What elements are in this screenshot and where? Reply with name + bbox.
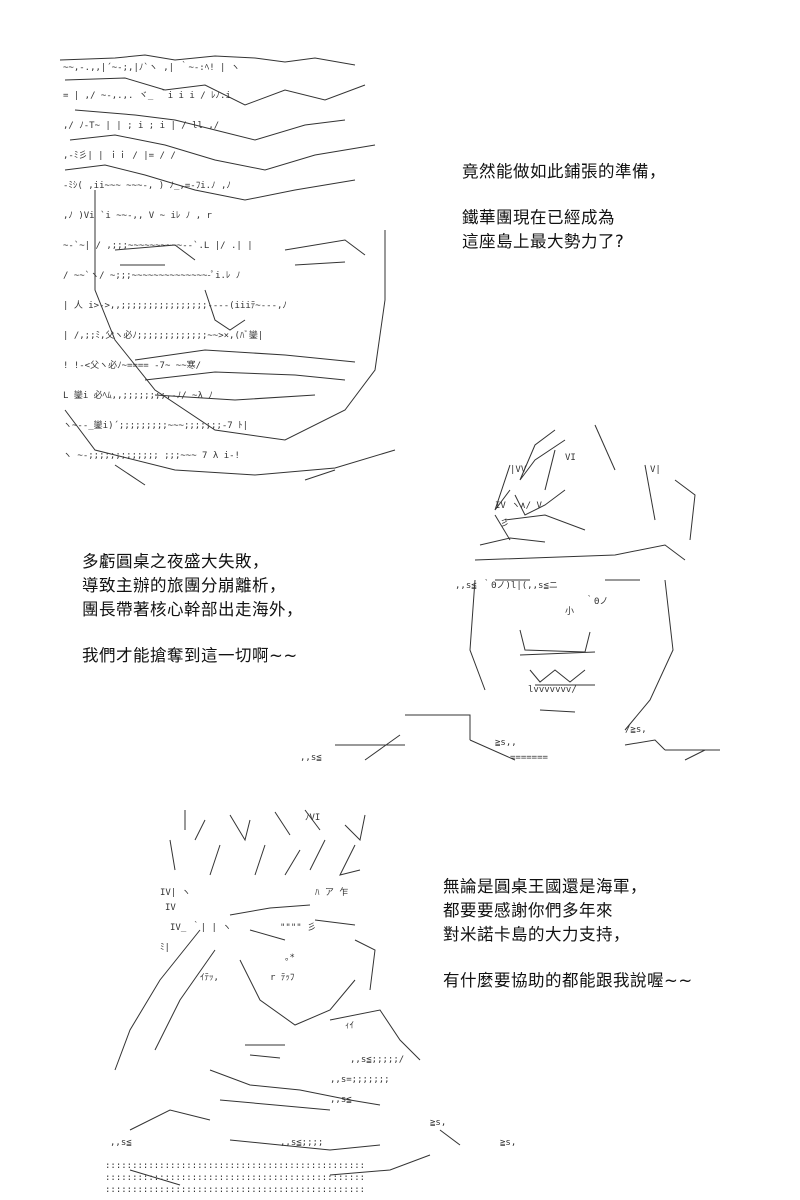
- dialogue-line: 都要要感謝你們多年來: [443, 901, 613, 920]
- svg-text:ヽ~--_鑾i)´;;;;;;;;;~~~;;;;;;;-7: ヽ~--_鑾i)´;;;;;;;;;~~~;;;;;;;-7 ﾄ|: [63, 419, 248, 431]
- dialogue-line: 團長帶著核心幹部出走海外，: [82, 600, 303, 619]
- ascii-art-drawing-1: ~~,-.,,|´~-;,|ﾉ`ヽ ,| ｀~-:ﾍ! | ヽ = | ,/ ~…: [59, 54, 396, 486]
- dialogue-1: 竟然能做如此鋪張的準備， 鐵華團現在已經成為 這座島上最大勢力了?: [462, 160, 666, 254]
- character-art-3: ﾉVI IV| ヽ ﾊ ア 乍 IV IV_ ｀| | ヽ """" 彡 ﾐ| …: [100, 800, 560, 1195]
- svg-text:L 鑾i 必ﾍﾑ,,;;;;;;;;,-ﾉ/: L 鑾i 必ﾍﾑ,,;;;;;;;;,-ﾉ/ ~λ ﾉ: [63, 389, 213, 401]
- svg-text:= | ,/ ~-,.,. ヾ_ ｀i i i /: = | ,/ ~-,.,. ヾ_ ｀i i i / ﾚﾉ.i: [63, 88, 231, 101]
- svg-text:｡*: ｡*: [285, 953, 295, 963]
- ascii-art-drawing-2: VI |VV V| IV ヽ∧/ V 彡 ,,s≦ ｀Θノ)l|(,,s≦ニ ｀…: [300, 424, 720, 763]
- svg-text:| /,;;ﾐ,父ヽ必ﾉ;;;;;;;;;;;;;~~>×: | /,;;ﾐ,父ヽ必ﾉ;;;;;;;;;;;;;~~>×,(ﾊﾞ鑾|: [63, 329, 263, 341]
- svg-text:｀Θノ: ｀Θノ: [585, 594, 608, 607]
- svg-text:,,s≦;;;;: ,,s≦;;;;: [280, 1138, 323, 1148]
- dialogue-line: 我們才能搶奪到這一切啊~~: [82, 646, 298, 665]
- panel-1: ~~,-.,,|´~-;,|ﾉ`ヽ ,| ｀~-:ﾍ! | ヽ = | ,/ ~…: [0, 0, 800, 486]
- svg-text:/ ~~`ヽ/ ~;;;~~~~~~~~~~~~~~-ﾟi: / ~~`ヽ/ ~;;;~~~~~~~~~~~~~~-ﾟi.ﾚ ﾉ: [63, 270, 240, 281]
- svg-text:,,s≦;;;;;/: ,,s≦;;;;;/: [350, 1055, 404, 1065]
- svg-text:,,s≦: ,,s≦: [300, 753, 322, 763]
- svg-text:V|: V|: [650, 465, 661, 475]
- svg-text:"""" 彡: """" 彡: [280, 922, 316, 933]
- svg-text:,ﾉ )Vi `i ~~-,, V ~ iﾚ: ,ﾉ )Vi `i ~~-,, V ~ iﾚ ﾉ , r: [63, 210, 213, 221]
- svg-text:VI: VI: [565, 453, 576, 463]
- dialogue-line: 鐵華團現在已經成為: [462, 208, 615, 227]
- svg-text:lvvvvvvv/: lvvvvvvv/: [528, 685, 577, 695]
- svg-text:IV: IV: [165, 903, 176, 913]
- svg-text:,,s≦: ,,s≦: [330, 1095, 352, 1105]
- svg-text:! !-<父ヽ必ﾉ~==== -7~ ~~寒/: ! !-<父ヽ必ﾉ~==== -7~ ~~寒/: [63, 359, 201, 371]
- panel-3: ﾉVI IV| ヽ ﾊ ア 乍 IV IV_ ｀| | ヽ """" 彡 ﾐ| …: [0, 790, 800, 1200]
- svg-text:=======: =======: [510, 753, 549, 763]
- svg-text:ヽ ~-;;;;;;;;;;;;; ;;;~~~ 7: ヽ ~-;;;;;;;;;;;;; ;;;~~~ 7 λ i-!: [63, 451, 240, 461]
- svg-text:≧s,,: ≧s,,: [495, 738, 517, 748]
- dialogue-gap: [82, 622, 303, 644]
- panel-2: VI |VV V| IV ヽ∧/ V 彡 ,,s≦ ｀Θノ)l|(,,s≦ニ ｀…: [0, 420, 800, 780]
- svg-text:::::::::::::::::::::::::::::::: ::::::::::::::::::::::::::::::::::::::::…: [105, 1173, 365, 1183]
- character-art-2: VI |VV V| IV ヽ∧/ V 彡 ,,s≦ ｀Θノ)l|(,,s≦ニ ｀…: [295, 420, 735, 770]
- character-art-1: ~~,-.,,|´~-;,|ﾉ`ヽ ,| ｀~-:ﾍ! | ヽ = | ,/ ~…: [55, 50, 415, 490]
- svg-text:~-`~| / ,;;;~~~~~~~~~~--`.L: ~-`~| / ,;;;~~~~~~~~~~--`.L |/ .| |: [63, 240, 253, 251]
- svg-text:彡: 彡: [500, 518, 509, 529]
- dialogue-2: 多虧圓桌之夜盛大失敗， 導致主辦的旅團分崩離析， 團長帶著核心幹部出走海外， 我…: [82, 550, 303, 668]
- svg-text:,,s≦ ｀Θノ)l|(,,s≦ニ: ,,s≦ ｀Θノ)l|(,,s≦ニ: [455, 578, 558, 591]
- svg-text:/≧s,: /≧s,: [625, 725, 647, 735]
- svg-text:IV ヽ∧/ V: IV ヽ∧/ V: [495, 501, 543, 511]
- svg-text:≧s,: ≧s,: [500, 1138, 516, 1148]
- svg-text:::::::::::::::::::::::::::::::: ::::::::::::::::::::::::::::::::::::::::…: [105, 1185, 365, 1195]
- dialogue-gap: [443, 947, 693, 969]
- svg-text:| 人 i>->,,;;;;;;;;;;;;;;;;--: | 人 i>->,,;;;;;;;;;;;;;;;;----(iiiﾃ~---,…: [63, 300, 287, 311]
- svg-text:::::::::::::::::::::::::::::::: ::::::::::::::::::::::::::::::::::::::::…: [105, 1161, 365, 1171]
- svg-text:≧s,: ≧s,: [430, 1118, 446, 1128]
- svg-text:ﾐ|: ﾐ|: [160, 943, 170, 953]
- svg-text:ｨｲ: ｨｲ: [345, 1021, 354, 1031]
- dialogue-3: 無論是圓桌王國還是海軍， 都要要感謝你們多年來 對米諾卡島的大力支持， 有什麼要…: [443, 875, 693, 993]
- dialogue-gap: [462, 184, 666, 206]
- svg-text:r ﾃｯﾌ: r ﾃｯﾌ: [270, 972, 295, 983]
- svg-text:小: 小: [565, 606, 574, 617]
- svg-text:,/ ﾉ-T~ | | ; i ; i | /: ,/ ﾉ-T~ | | ; i ; i | / ll ,/: [63, 121, 219, 131]
- svg-text:ﾉVI: ﾉVI: [305, 813, 320, 823]
- dialogue-line: 竟然能做如此鋪張的準備，: [462, 162, 666, 181]
- ascii-art-drawing-3: ﾉVI IV| ヽ ﾊ ア 乍 IV IV_ ｀| | ヽ """" 彡 ﾐ| …: [105, 809, 516, 1195]
- svg-text:,,s=;;;;;;;: ,,s=;;;;;;;: [330, 1075, 390, 1085]
- svg-text:|VV: |VV: [510, 465, 527, 475]
- svg-text:,-ﾐ彡| | ｉｉ / |= / /: ,-ﾐ彡| | ｉｉ / |= / /: [63, 150, 176, 161]
- svg-text:,,s≦: ,,s≦: [110, 1138, 132, 1148]
- dialogue-line: 無論是圓桌王國還是海軍，: [443, 877, 647, 896]
- dialogue-line: 有什麼要協助的都能跟我說喔~~: [443, 971, 693, 990]
- svg-text:~~,-.,,|´~-;,|ﾉ`ヽ ,| ｀~-:ﾍ!: ~~,-.,,|´~-;,|ﾉ`ヽ ,| ｀~-:ﾍ! | ヽ: [63, 60, 240, 73]
- svg-text:-ﾐｼ( ,ii~~~ ~~~-, ) ﾉ_,=-ﾌi: -ﾐｼ( ,ii~~~ ~~~-, ) ﾉ_,=-ﾌi.ﾉ ,ﾉ: [63, 181, 231, 191]
- dialogue-line: 導致主辦的旅團分崩離析，: [82, 576, 286, 595]
- dialogue-line: 對米諾卡島的大力支持，: [443, 925, 630, 944]
- svg-text:IV_ ｀| | ヽ: IV_ ｀| | ヽ: [170, 920, 231, 933]
- svg-text:IV| ヽ: IV| ヽ: [160, 888, 191, 898]
- svg-text:ｲﾃｯ,: ｲﾃｯ,: [200, 972, 219, 983]
- dialogue-line: 這座島上最大勢力了?: [462, 232, 625, 251]
- svg-text:ﾊ ア 乍: ﾊ ア 乍: [315, 886, 348, 898]
- dialogue-line: 多虧圓桌之夜盛大失敗，: [82, 552, 269, 571]
